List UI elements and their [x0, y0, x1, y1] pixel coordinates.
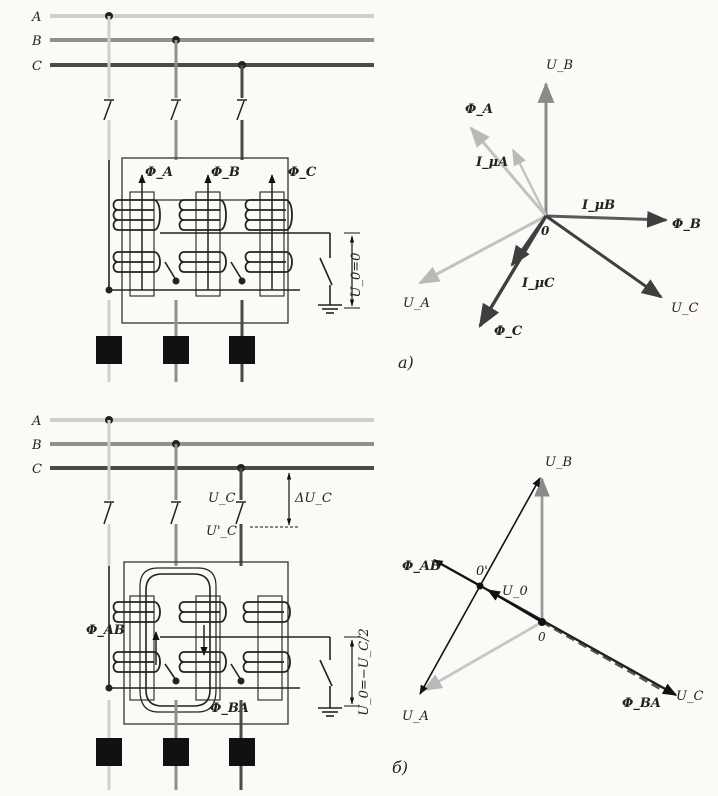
- label-o-b: 0: [538, 630, 546, 644]
- phi-ab-label-b: Φ_AB: [86, 623, 125, 638]
- flux-label-b: Φ_B: [211, 165, 240, 180]
- label-u0-b: U_0: [502, 584, 528, 599]
- load-block: [229, 738, 255, 766]
- load-block: [96, 336, 122, 364]
- phasor-ua-shifted: [419, 585, 481, 695]
- flux-label-c: Φ_C: [288, 165, 317, 180]
- label-phi-c-a: Φ_C: [494, 324, 523, 339]
- flux-label-a: Φ_A: [145, 165, 173, 180]
- phasor-phi-a: [469, 126, 548, 217]
- label-i-mu-b: I_μB: [581, 198, 615, 213]
- label-uc-b: U_C: [676, 689, 703, 704]
- label-ua-b: U_A: [402, 709, 429, 724]
- bus-label-b: B: [31, 438, 42, 453]
- load-block: [229, 336, 255, 364]
- bus-label-a: A: [31, 414, 41, 429]
- label-ua-a: U_A: [403, 296, 430, 311]
- phasor-ua-b: [422, 620, 543, 692]
- label-i-mu-a: I_μA: [475, 155, 508, 170]
- point-o: [538, 618, 546, 626]
- load-block: [163, 738, 189, 766]
- delta-uc-label: ΔU_C: [294, 491, 332, 506]
- load-block: [96, 738, 122, 766]
- load-block: [163, 336, 189, 364]
- transformer-tank: [123, 561, 289, 725]
- label-o-prime: 0': [476, 564, 488, 579]
- bus-label-c: C: [32, 462, 42, 477]
- diagram-b-circuit: A B C U_C U'_C ΔU_C: [31, 414, 374, 790]
- breakers-b: [103, 501, 246, 525]
- bus-label-a: A: [31, 10, 41, 25]
- caption-b: б): [392, 758, 408, 777]
- bus-label-c: C: [32, 59, 42, 74]
- label-i-mu-c: I_μC: [521, 276, 555, 291]
- label-phi-b-a: Φ_B: [672, 217, 701, 232]
- windings-a: [112, 199, 293, 273]
- phasor-uc: [545, 214, 663, 299]
- label-phi-ba-b: Φ_BA: [622, 696, 661, 711]
- phasor-phi-b: [545, 210, 669, 228]
- phasor-ua: [418, 214, 547, 285]
- phasor-ub-shifted: [479, 477, 541, 587]
- core-legs-a: [129, 191, 285, 297]
- caption-a: a): [398, 353, 414, 372]
- phasor-uc-b: [541, 620, 663, 692]
- phi-ba-label-b: Φ_BA: [210, 701, 249, 716]
- phasor-phi-c: [478, 215, 548, 329]
- phasor-phi-ab: [433, 559, 481, 587]
- label-uc-a: U_C: [671, 301, 698, 316]
- phasor-u0-b: [486, 589, 543, 623]
- neutral-wiring-a: [108, 160, 342, 314]
- u0-label-a: U_0=0: [349, 253, 364, 298]
- point-o-prime: [476, 582, 484, 590]
- neutral-wiring-b: [108, 566, 342, 717]
- windings-b: [112, 601, 291, 673]
- flux-loop-ab: [145, 573, 211, 707]
- phasor-i-mu-a: [511, 148, 548, 217]
- transformer-tank: [121, 157, 289, 324]
- diagram-a-phasors: 0 U_B Φ_A I_μA I_μB Φ_B U_A I_μC Φ_C U_C…: [398, 58, 701, 372]
- origin-label-a: 0: [541, 224, 550, 238]
- uc-prime-label-b: U'_C: [206, 524, 237, 539]
- bus-label-b: B: [31, 34, 42, 49]
- label-ub-b: U_B: [545, 455, 572, 470]
- label-ub-a: U_B: [546, 58, 573, 73]
- label-phi-a-a: Φ_A: [465, 102, 493, 117]
- diagram-a-circuit: A B C Φ_A: [31, 10, 374, 382]
- diagram-b-phasors: U_B Φ_AB 0' U_0 0 U_A Φ_BA U_C б): [392, 455, 703, 777]
- core-legs-b: [129, 595, 283, 701]
- uc-label-b: U_C: [208, 491, 235, 506]
- breakers-a: [103, 99, 247, 121]
- u0-label-b: U_0=−U_C/2: [357, 628, 372, 716]
- label-phi-ab-b: Φ_AB: [402, 559, 441, 574]
